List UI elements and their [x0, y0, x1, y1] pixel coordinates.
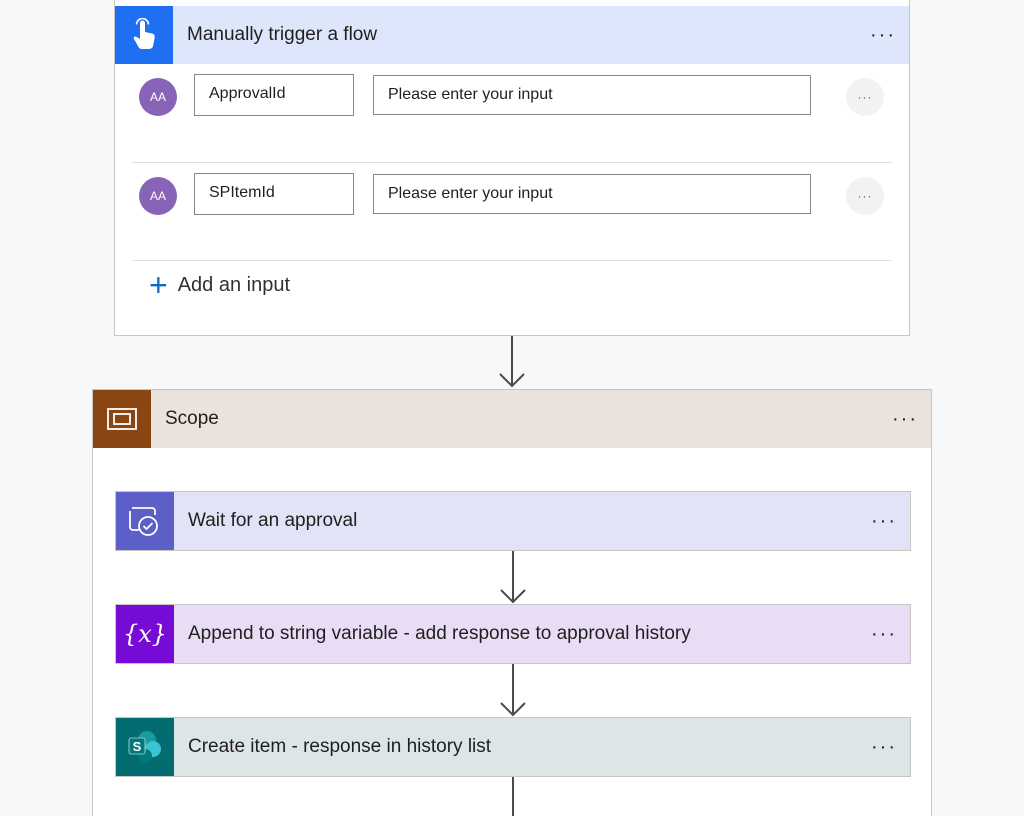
- input-more-button[interactable]: ···: [846, 177, 884, 215]
- step-title: Wait for an approval: [188, 510, 358, 531]
- sharepoint-icon: S: [116, 718, 174, 776]
- trigger-title: Manually trigger a flow: [187, 24, 378, 45]
- step-more-button[interactable]: ···: [871, 622, 897, 645]
- variable-icon: {x}: [116, 605, 174, 663]
- scope-title: Scope: [165, 408, 219, 429]
- hand-touch-icon: [115, 6, 173, 64]
- input-name-field[interactable]: ApprovalId: [194, 74, 354, 116]
- connector-arrow: [499, 664, 527, 717]
- add-input-label: Add an input: [177, 273, 291, 296]
- step-more-button[interactable]: ···: [871, 735, 897, 758]
- step-create-item[interactable]: S Create item - response in history list…: [115, 717, 911, 777]
- trigger-header[interactable]: Manually trigger a flow ···: [115, 6, 909, 64]
- divider: [132, 260, 892, 261]
- scope-header[interactable]: Scope ···: [93, 390, 931, 448]
- add-input-button[interactable]: + Add an input: [149, 269, 290, 301]
- plus-icon: +: [149, 267, 168, 303]
- input-value-field[interactable]: Please enter your input: [373, 75, 811, 115]
- step-title: Create item - response in history list: [188, 736, 492, 757]
- connector-arrow: [499, 777, 527, 816]
- step-wait-approval[interactable]: Wait for an approval ···: [115, 491, 911, 551]
- input-value-field[interactable]: Please enter your input: [373, 174, 811, 214]
- input-name-field[interactable]: SPItemId: [194, 173, 354, 215]
- trigger-more-button[interactable]: ···: [870, 23, 896, 46]
- text-type-icon: AA: [139, 177, 177, 215]
- divider: [132, 162, 892, 163]
- step-more-button[interactable]: ···: [871, 509, 897, 532]
- approval-icon: [116, 492, 174, 550]
- text-type-icon: AA: [139, 78, 177, 116]
- svg-text:S: S: [133, 739, 142, 754]
- scope-card: Scope ··· Wait for an approval ··· {x} A…: [92, 389, 932, 816]
- step-title: Append to string variable - add response…: [188, 623, 691, 644]
- connector-arrow: [498, 336, 526, 388]
- connector-arrow: [499, 551, 527, 604]
- scope-more-button[interactable]: ···: [892, 407, 918, 430]
- input-more-button[interactable]: ···: [846, 78, 884, 116]
- trigger-card: Manually trigger a flow ··· AA ApprovalI…: [114, 0, 910, 336]
- input-row: AA ApprovalId Please enter your input ··…: [132, 65, 892, 163]
- step-append-variable[interactable]: {x} Append to string variable - add resp…: [115, 604, 911, 664]
- scope-icon: [93, 390, 151, 448]
- input-row: AA SPItemId Please enter your input ···: [132, 163, 892, 261]
